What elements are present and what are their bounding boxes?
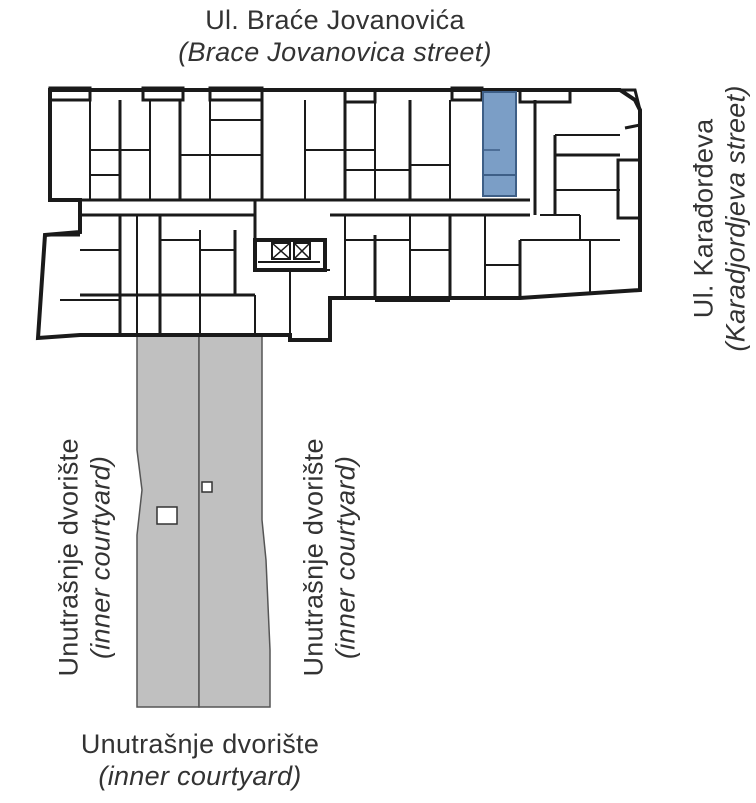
elevator-core-frame (253, 238, 327, 272)
elevator-core (253, 238, 327, 272)
street-name: Ul. Braće Jovanovića (205, 5, 465, 35)
highlighted-unit (482, 91, 517, 197)
balcony (141, 86, 185, 102)
courtyard-translation: (inner courtyard) (98, 761, 302, 792)
courtyard-label-bottom: Unutrašnje dvorište (inner courtyard) (0, 728, 400, 793)
courtyard-name: Unutrašnje dvorište (80, 729, 320, 759)
courtyard-opening (201, 481, 213, 493)
building-outline (35, 86, 642, 342)
street-translation: (Brace Jovanovica street) (178, 37, 492, 68)
balcony (208, 86, 264, 102)
courtyard-slab-right (198, 335, 271, 708)
elevator-shaft (293, 242, 311, 260)
balcony (610, 88, 642, 130)
courtyard-area (136, 335, 271, 708)
balcony (48, 86, 92, 102)
courtyard-opening (156, 506, 178, 525)
balcony (616, 158, 642, 220)
street-label-brace-jovanovica: Ul. Braće Jovanovića (Brace Jovanovica s… (0, 4, 670, 69)
elevator-shaft (271, 242, 291, 260)
balcony (518, 88, 572, 104)
balcony (343, 88, 377, 104)
